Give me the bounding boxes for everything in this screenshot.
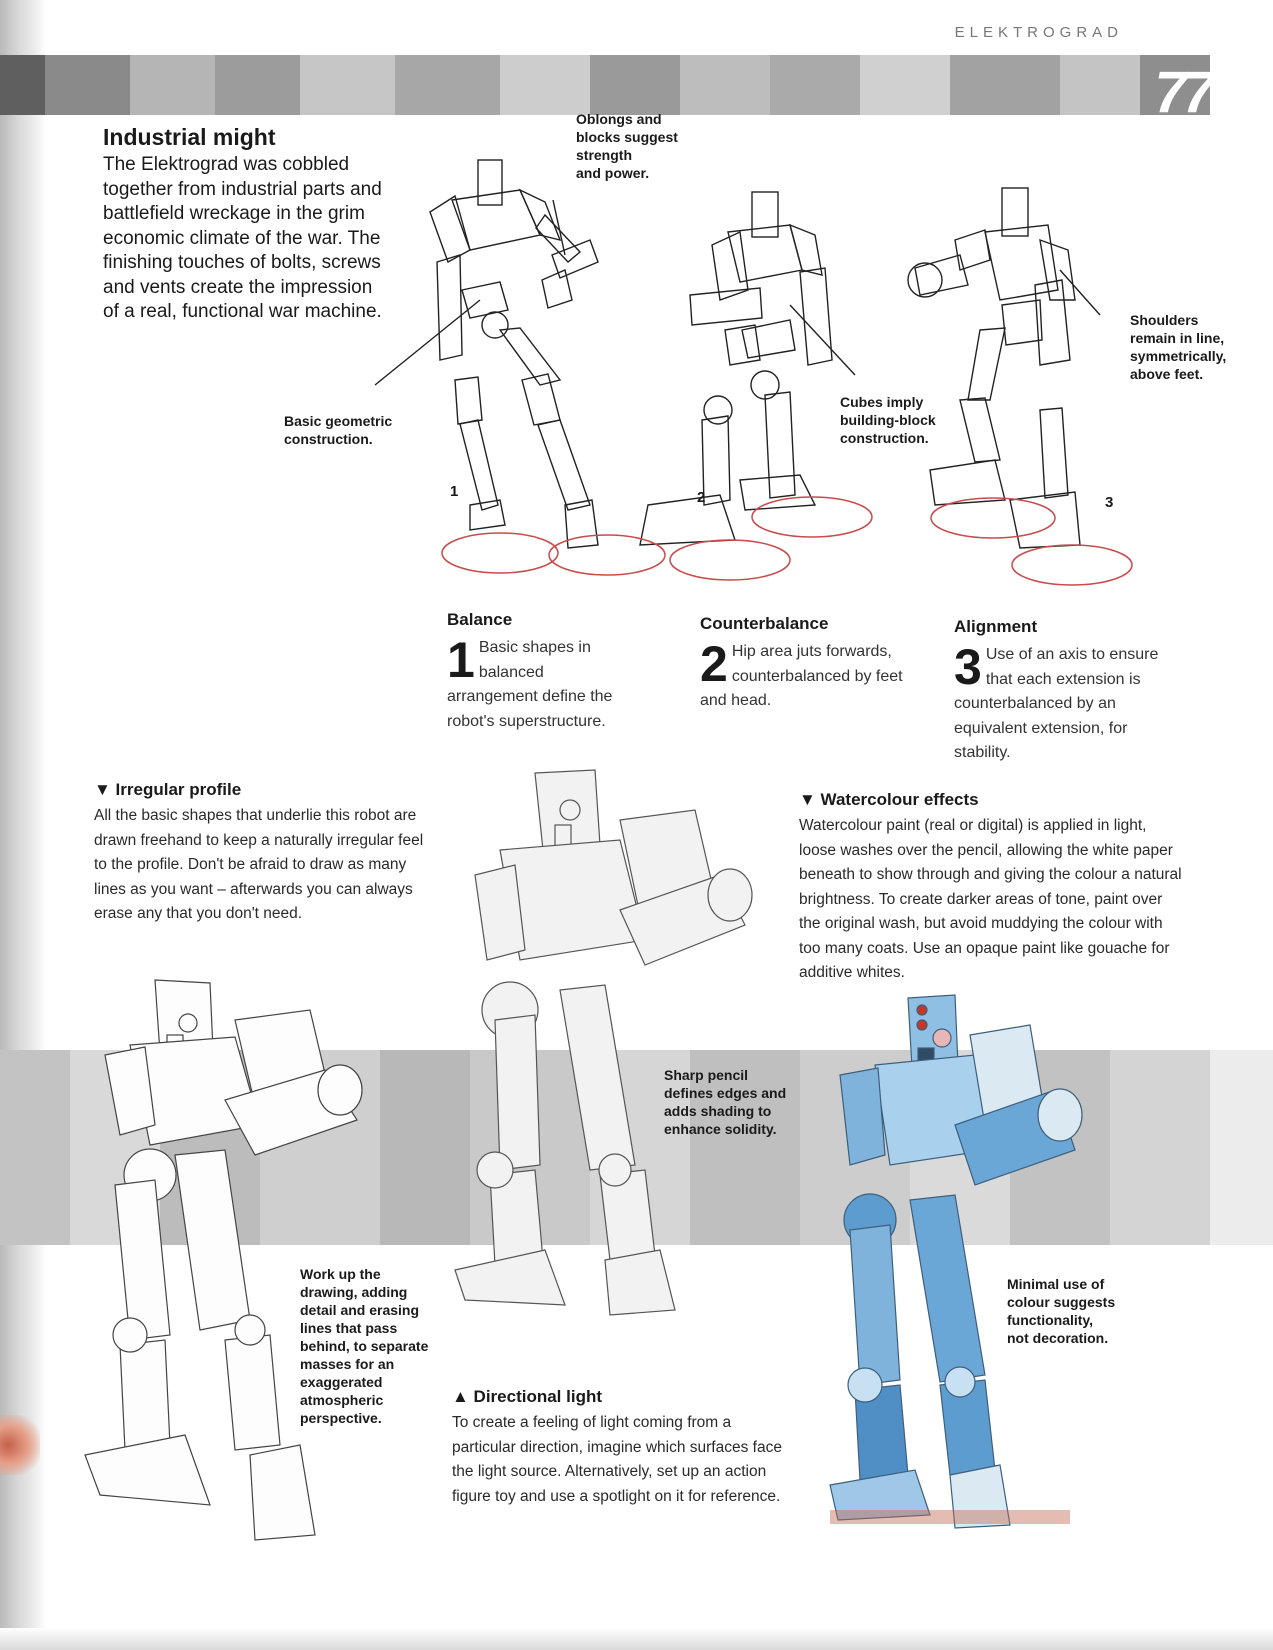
figure-label-2: 2: [697, 489, 706, 506]
section-directional-light: ▲ Directional light To create a feeling …: [452, 1387, 792, 1509]
callout-sharp-pencil: Sharp pencil defines edges and adds shad…: [664, 1067, 787, 1137]
section-irregular-profile: ▼ Irregular profile All the basic shapes…: [94, 780, 429, 927]
step-alignment: Alignment 3 Use of an axis to ensure tha…: [954, 617, 1176, 766]
robot-sketch-2: [639, 191, 856, 546]
page-bottom-edge: [0, 1628, 1273, 1650]
step-balance: Balance 1 Basic shapes in balanced arran…: [447, 610, 637, 734]
figure-label-1: 1: [450, 483, 459, 500]
section-body: All the basic shapes that underlie this …: [94, 807, 424, 922]
step-title: Counterbalance: [700, 614, 829, 633]
robot-illustration-pencil-outline: [84, 979, 363, 1541]
section-body: Watercolour paint (real or digital) is a…: [799, 817, 1182, 981]
section-title: ▲ Directional light: [452, 1387, 603, 1406]
intro-body: The Elektrograd was cobbled together fro…: [103, 154, 382, 322]
step-counterbalance: Counterbalance 2 Hip area juts forwards,…: [700, 614, 910, 714]
callout-shoulders: Shoulders remain in line, symmetrically,…: [1130, 312, 1227, 382]
header-band: [0, 55, 1210, 115]
callout-work-up: Work up the drawing, adding detail and e…: [300, 1266, 429, 1426]
callout-minimal-colour: Minimal use of colour suggests functiona…: [1007, 1276, 1116, 1346]
step-body: Basic shapes in balanced arrangement def…: [447, 639, 613, 730]
callout-cubes: Cubes imply building-block construction.: [840, 394, 936, 446]
robot-illustration-watercolour: [829, 994, 1083, 1529]
section-title: ▼ Watercolour effects: [799, 790, 979, 809]
callout-basic-geometric: Basic geometric construction.: [284, 413, 393, 447]
step-body: Use of an axis to ensure that each exten…: [954, 646, 1159, 761]
page-gutter: [0, 0, 46, 1650]
robot-illustration-pencil-shaded: [454, 769, 753, 1316]
step-number: 2: [700, 636, 728, 692]
callout-oblongs: Oblongs and blocks suggest strength and …: [576, 111, 678, 181]
step-title: Alignment: [954, 617, 1038, 636]
section-watercolour-effects: ▼ Watercolour effects Watercolour paint …: [799, 790, 1184, 986]
paint-stain: [0, 1415, 40, 1475]
intro-title: Industrial might: [103, 124, 276, 150]
step-title: Balance: [447, 610, 513, 629]
figure-label-3: 3: [1105, 494, 1114, 511]
robot-sketch-1: [374, 159, 599, 549]
step-number: 1: [447, 632, 475, 688]
robot-sketch-3: [907, 187, 1101, 549]
section-title: ▼ Irregular profile: [94, 780, 242, 799]
step-number: 3: [954, 639, 982, 695]
construction-sketches: [374, 159, 1133, 586]
page-number: 77: [1154, 60, 1214, 125]
running-head: ELEKTROGRAD: [954, 24, 1123, 41]
section-body: To create a feeling of light coming from…: [452, 1414, 782, 1505]
step-body: Hip area juts forwards, counterbalanced …: [700, 643, 903, 709]
